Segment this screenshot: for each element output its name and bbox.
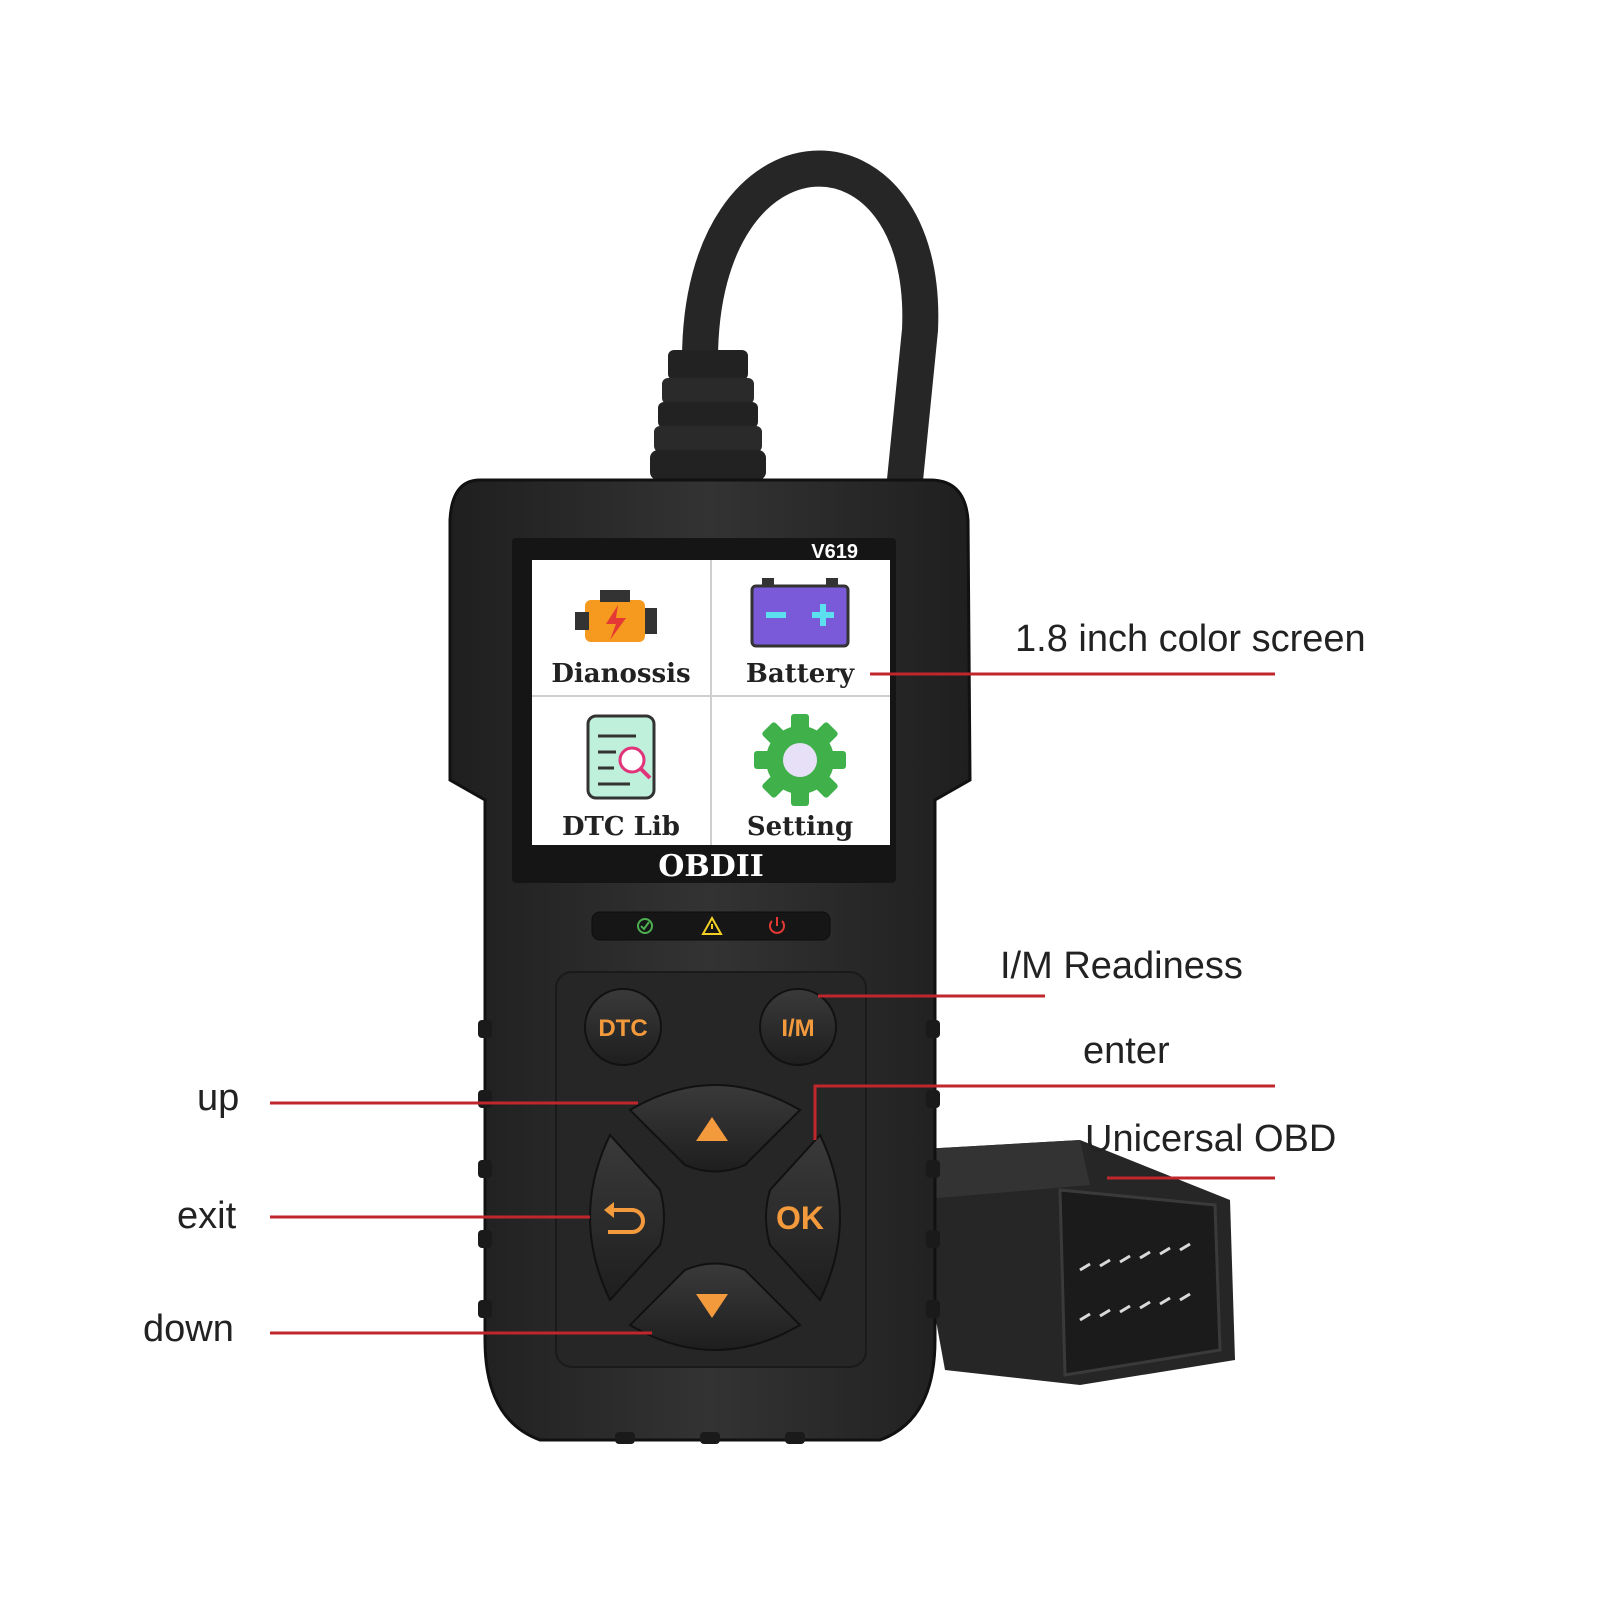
- arrow-down-icon: [696, 1294, 728, 1318]
- obdii-label: OBDII: [658, 849, 764, 884]
- exit-button[interactable]: [589, 1133, 665, 1302]
- callout-exit: exit: [177, 1195, 237, 1237]
- check-circle-icon: [637, 918, 653, 934]
- dtc-button[interactable]: DTC: [584, 988, 662, 1066]
- im-button[interactable]: I/M: [759, 988, 837, 1066]
- model-label: V619: [811, 541, 858, 563]
- dtc-button-label: DTC: [598, 1015, 647, 1042]
- obd-connector: [905, 1140, 1235, 1385]
- engine-warning-icon: [575, 590, 657, 642]
- callout-universal-obd: Unicersal OBD: [1085, 1118, 1337, 1160]
- callout-screen: 1.8 inch color screen: [1015, 618, 1366, 660]
- power-icon: [769, 917, 785, 934]
- arrow-up-icon: [696, 1117, 728, 1141]
- callout-im-readiness: I/M Readiness: [1000, 945, 1243, 987]
- ok-button-label: OK: [776, 1200, 824, 1236]
- warning-triangle-icon: [701, 915, 723, 935]
- menu-label-diagnosis: Dianossis: [551, 659, 690, 689]
- document-search-icon: [586, 714, 656, 800]
- menu-tile-dtc-lib[interactable]: DTC Lib: [562, 714, 680, 842]
- battery-icon: [750, 578, 850, 648]
- menu-tile-battery[interactable]: Battery: [746, 578, 855, 689]
- callout-up: up: [197, 1077, 240, 1119]
- ok-button[interactable]: OK: [765, 1133, 841, 1302]
- cable: [682, 150, 939, 498]
- return-icon: [604, 1202, 645, 1234]
- im-button-label: I/M: [781, 1015, 814, 1042]
- leader-lines: [270, 672, 1275, 1335]
- menu-tile-setting[interactable]: Setting: [747, 714, 853, 842]
- menu-label-dtc-lib: DTC Lib: [562, 812, 680, 842]
- cable-strain-relief: [650, 350, 766, 480]
- menu-tile-diagnosis[interactable]: Dianossis: [551, 590, 691, 689]
- down-button[interactable]: [628, 1262, 802, 1351]
- gear-icon: [754, 714, 846, 806]
- callout-enter: enter: [1083, 1030, 1170, 1072]
- menu-label-battery: Battery: [746, 659, 855, 689]
- up-button[interactable]: [628, 1084, 802, 1173]
- callout-down: down: [143, 1308, 234, 1350]
- menu-label-setting: Setting: [747, 812, 853, 842]
